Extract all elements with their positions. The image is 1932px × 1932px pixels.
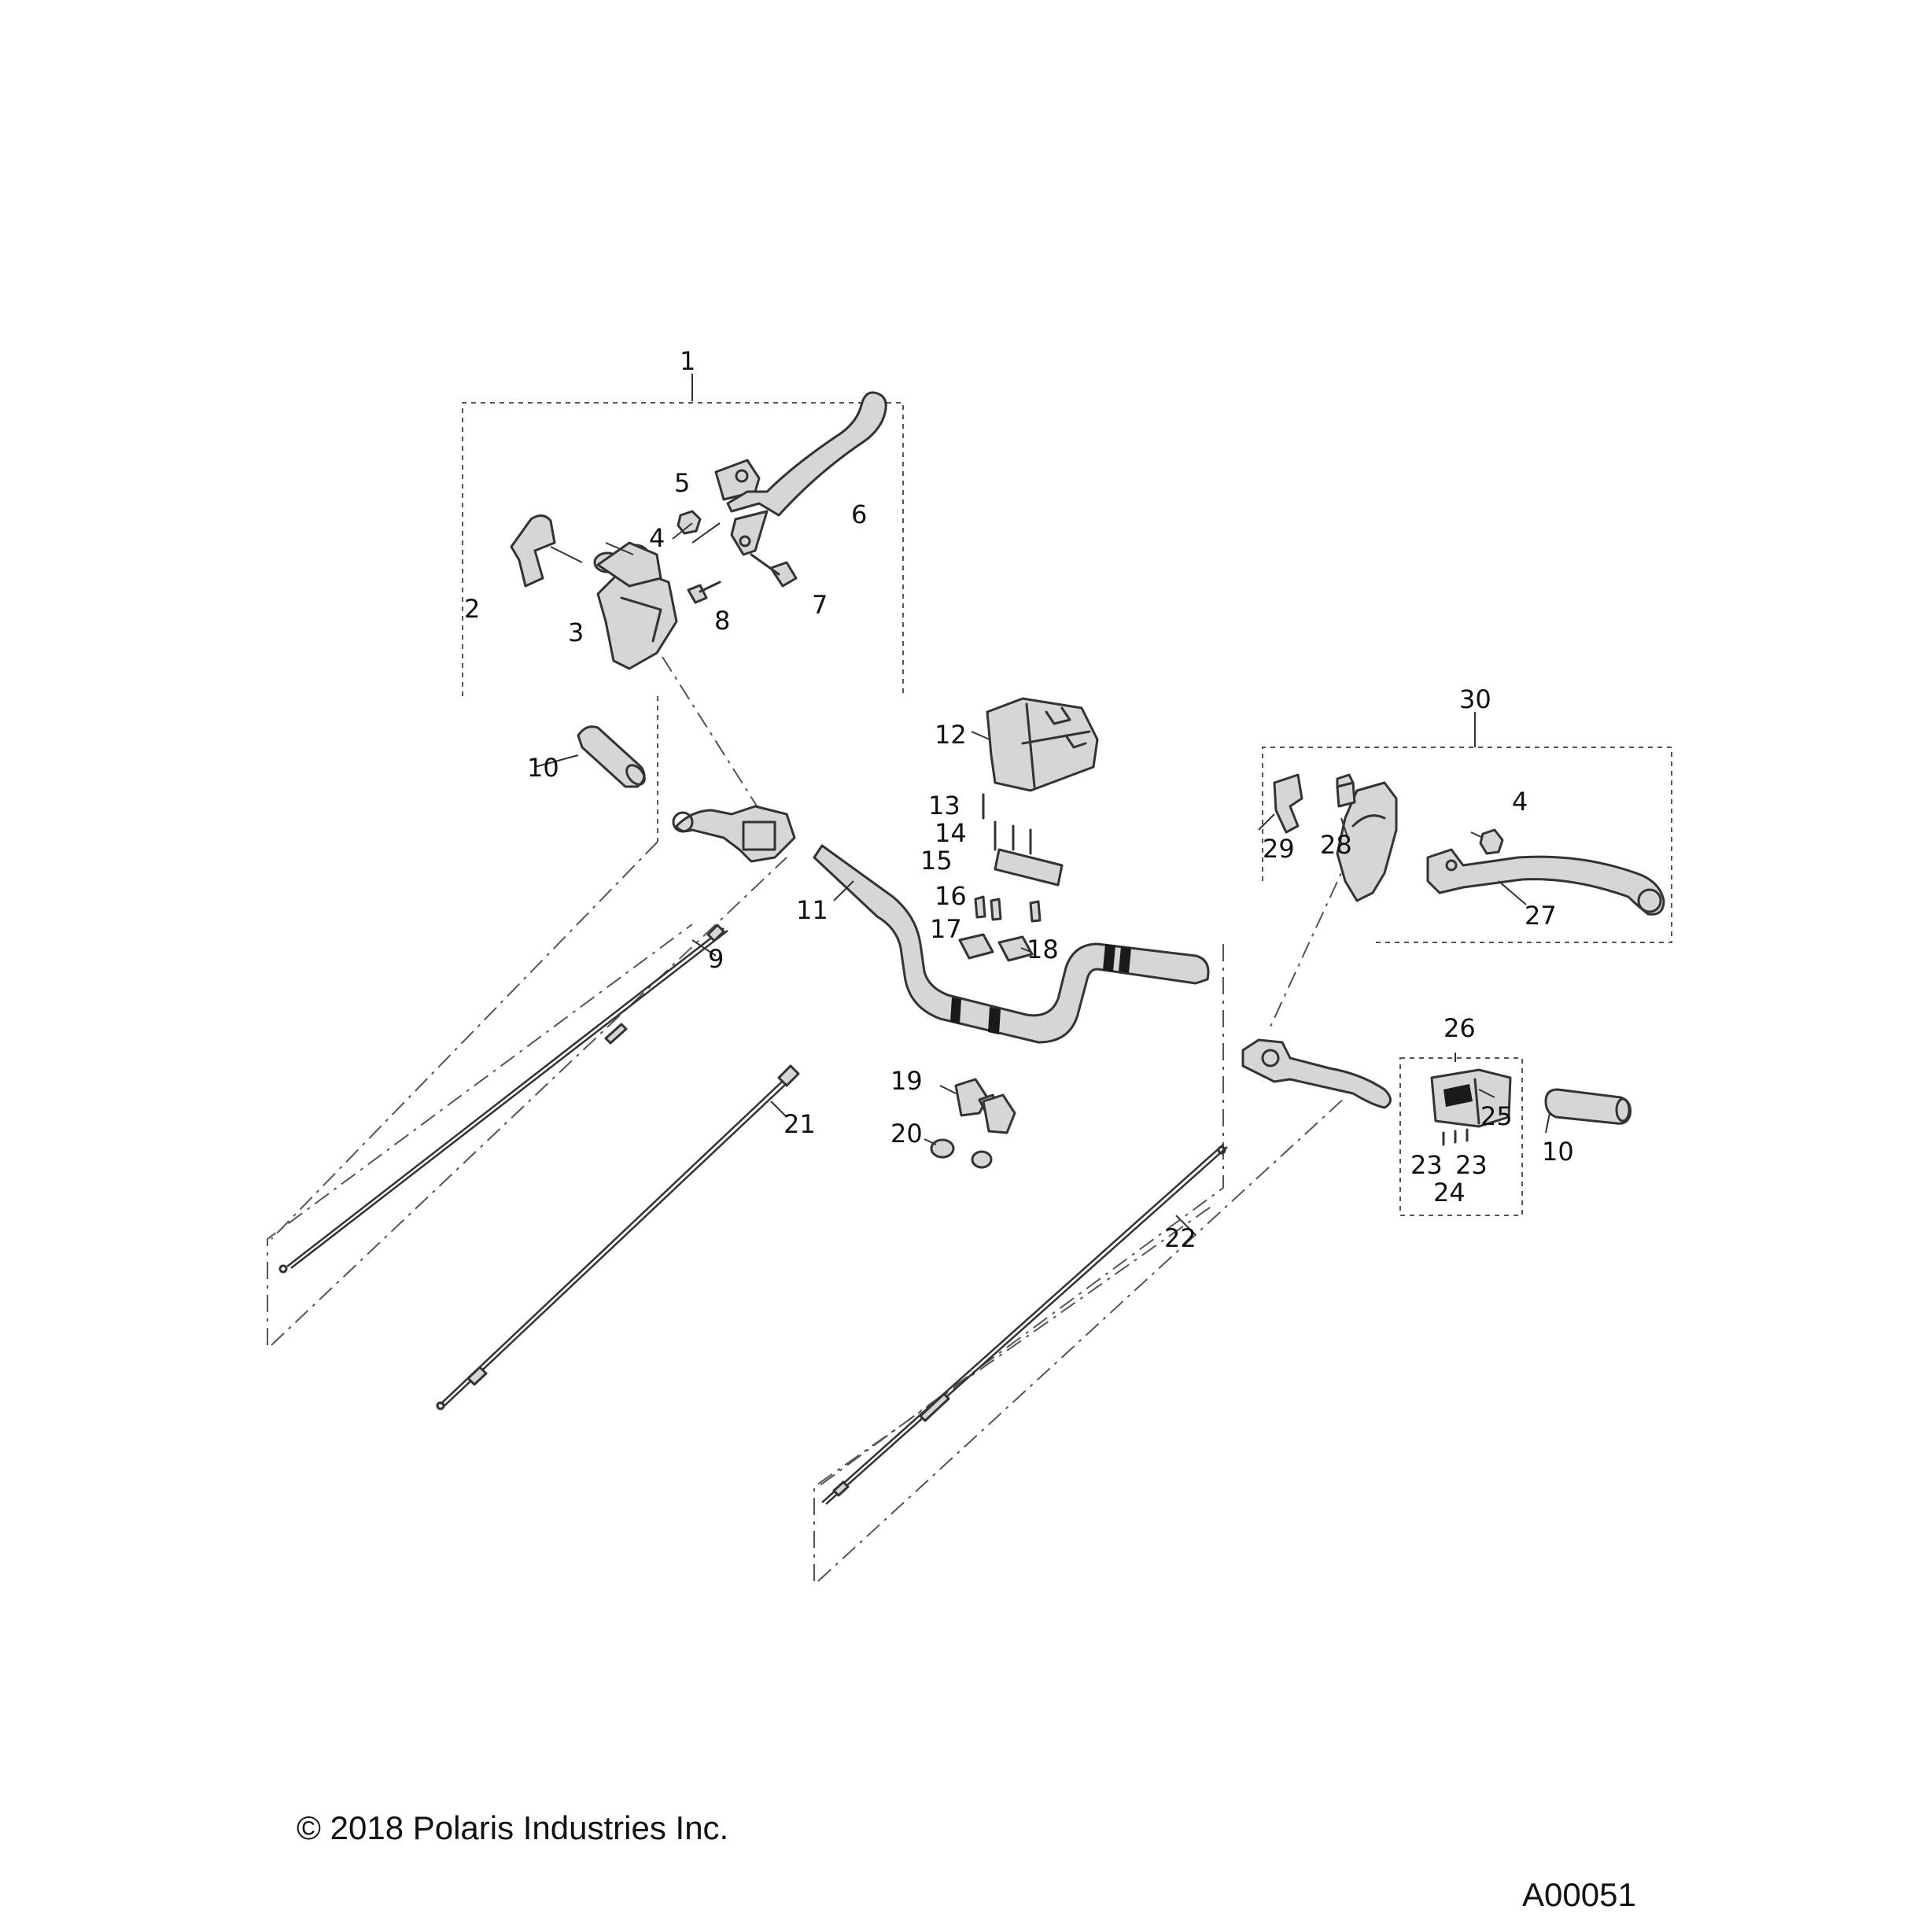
- parts-19-20-lower-clamps: [930, 1078, 1016, 1169]
- callout-4-right: 4: [1512, 787, 1528, 817]
- callout-10-right: 10: [1542, 1137, 1574, 1167]
- callout-16: 16: [935, 881, 967, 911]
- part-10-grip-left: [577, 725, 646, 788]
- callout-6: 6: [851, 500, 867, 529]
- part-21-cable: [436, 1064, 800, 1410]
- callout-8: 8: [714, 606, 730, 636]
- callout-30: 30: [1459, 684, 1491, 714]
- callout-15: 15: [920, 846, 953, 876]
- callout-10-left: 10: [527, 753, 559, 783]
- part-6-lever: [726, 391, 887, 556]
- part-11-handlebar: [813, 844, 1210, 1044]
- callout-23-a: 23: [1410, 1150, 1443, 1180]
- callout-4: 4: [649, 523, 665, 553]
- group-box-30: [1262, 747, 1672, 943]
- part-2-bracket: [510, 514, 556, 588]
- left-lever-assembly: [672, 805, 796, 863]
- callout-25: 25: [1480, 1101, 1513, 1131]
- callout-2: 2: [464, 594, 480, 624]
- callout-9: 9: [708, 944, 724, 974]
- callout-22: 22: [1164, 1223, 1196, 1253]
- callout-1: 1: [680, 346, 695, 376]
- callout-29: 29: [1263, 834, 1295, 864]
- part-7-bolt: [750, 553, 798, 588]
- part-29-bracket: [1273, 773, 1303, 834]
- part-5-clamp: [714, 459, 761, 501]
- callout-24: 24: [1433, 1178, 1466, 1208]
- callout-18: 18: [1027, 935, 1059, 964]
- part-22-cable: [821, 1144, 1228, 1505]
- part-28-perch: [1336, 773, 1398, 902]
- callout-11: 11: [796, 895, 828, 925]
- part-3-master-cylinder: [593, 541, 678, 670]
- part-4-nut-left: [677, 510, 702, 535]
- part-9-cable: [278, 924, 728, 1274]
- callout-7: 7: [812, 590, 828, 620]
- callout-26: 26: [1443, 1013, 1476, 1043]
- callout-28: 28: [1320, 830, 1352, 860]
- part-10-grip-right: [1544, 1088, 1632, 1125]
- callout-5: 5: [674, 468, 690, 498]
- part-4-nut-right: [1479, 828, 1504, 855]
- group-box-1: [462, 402, 904, 842]
- right-lever-assembly: [1241, 1038, 1392, 1109]
- callout-27: 27: [1525, 901, 1557, 931]
- copyright-notice: © 2018 Polaris Industries Inc.: [297, 1809, 729, 1846]
- part-27-lever: [1426, 848, 1665, 916]
- cable-22-guide: [813, 944, 1346, 1582]
- part-26-switch-housing: [1430, 1068, 1512, 1146]
- callout-21: 21: [783, 1109, 816, 1139]
- part-8-pin: [687, 581, 721, 604]
- callout-12: 12: [935, 720, 967, 750]
- callout-13: 13: [928, 791, 960, 820]
- callout-20: 20: [890, 1119, 923, 1149]
- callout-19: 19: [890, 1066, 923, 1096]
- figure-id: A00051: [1522, 1876, 1636, 1913]
- callout-17: 17: [930, 914, 962, 944]
- part-12-bar-cover: [986, 697, 1099, 792]
- callout-3: 3: [568, 618, 584, 647]
- lever-guide-left: [662, 656, 768, 823]
- callout-23-b: 23: [1455, 1150, 1488, 1180]
- cable-9-guide: [267, 841, 787, 1346]
- callout-14: 14: [935, 818, 967, 848]
- parts-13-18-clamp-hardware: [958, 793, 1064, 962]
- group-box-26: [1399, 1057, 1523, 1216]
